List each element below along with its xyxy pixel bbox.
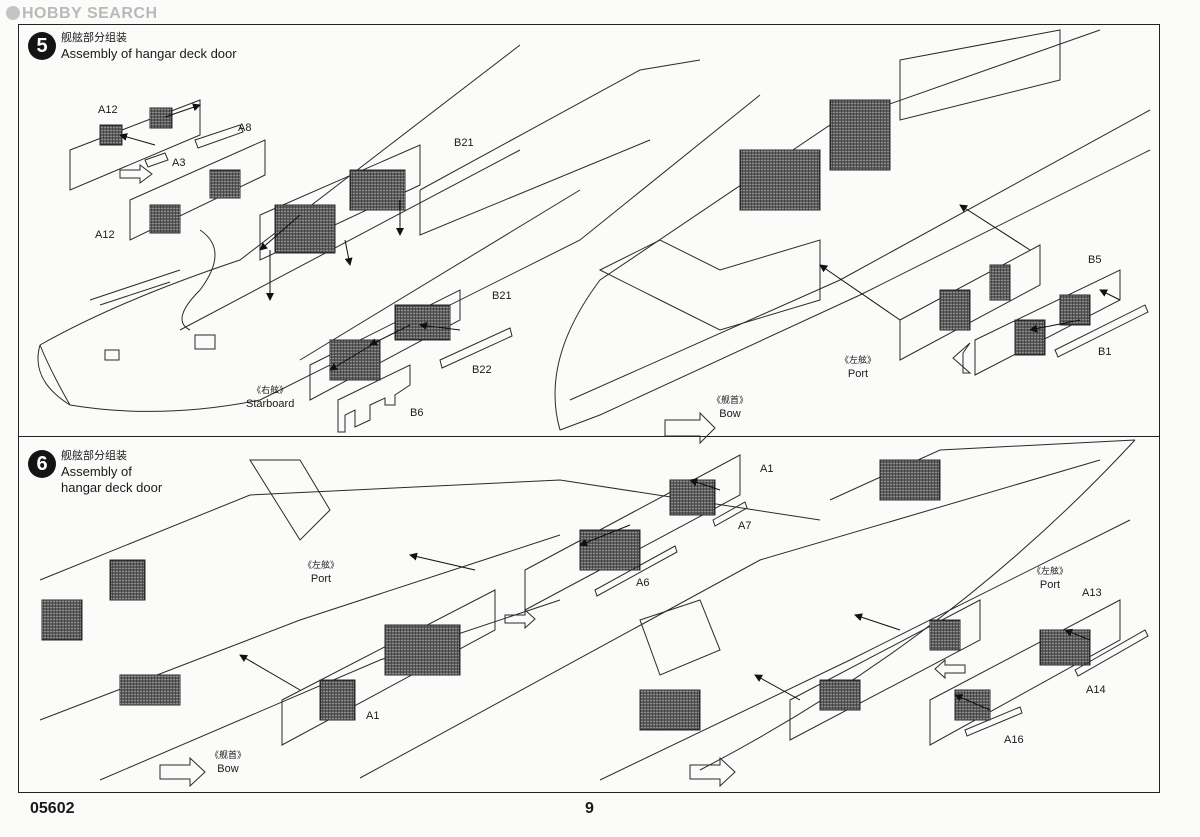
part-a12-lower bbox=[129, 139, 266, 241]
part-label-a13: A13 bbox=[1082, 587, 1102, 599]
part-label-b22: B22 bbox=[472, 364, 492, 376]
part-label-b21: B21 bbox=[454, 137, 474, 149]
port-label: 《左舷》 Port bbox=[840, 356, 877, 380]
page-number: 9 bbox=[585, 800, 594, 817]
direction-arrow-icon bbox=[952, 342, 972, 374]
part-label-a12: A12 bbox=[95, 229, 115, 241]
part-b6 bbox=[337, 364, 411, 433]
part-a3 bbox=[144, 152, 169, 168]
step-6-title: 舰舷部分组装 Assembly of hangar deck door bbox=[61, 448, 162, 496]
step-6-arrows bbox=[239, 478, 1091, 711]
starboard-bow-hull bbox=[37, 44, 761, 412]
part-a12-upper bbox=[69, 99, 201, 191]
part-a7 bbox=[712, 501, 748, 527]
part-a8 bbox=[194, 124, 244, 149]
step-6-title-en-line1: Assembly of bbox=[61, 464, 132, 479]
step-5-badge: 5 bbox=[28, 32, 56, 60]
part-label-a6: A6 bbox=[636, 577, 650, 589]
kit-number: 05602 bbox=[30, 800, 75, 817]
part-label-a16: A16 bbox=[1004, 734, 1024, 746]
part-label-a1: A1 bbox=[366, 710, 380, 722]
part-a1-left bbox=[281, 589, 496, 746]
logo-icon bbox=[6, 6, 20, 20]
step-5-title: 舰舷部分组装 Assembly of hangar deck door bbox=[61, 30, 237, 62]
part-b1 bbox=[1054, 304, 1149, 358]
part-b5-port-door bbox=[899, 244, 1041, 361]
part-label-b5: B5 bbox=[1088, 254, 1102, 266]
part-label-a3: A3 bbox=[172, 157, 186, 169]
part-label-a8: A8 bbox=[238, 122, 252, 134]
part-b22 bbox=[439, 327, 513, 369]
step-6-title-cn: 舰舷部分组装 bbox=[61, 449, 127, 462]
bow-label: 《舰首》 Bow bbox=[712, 396, 749, 420]
part-label-a12: A12 bbox=[98, 104, 118, 116]
bow-arrow-icon bbox=[664, 411, 716, 445]
port-label: 《左舷》 Port bbox=[1032, 567, 1069, 591]
starboard-label: 《右舷》 Starboard bbox=[246, 386, 295, 410]
part-b21-lower bbox=[309, 289, 461, 401]
step-5-title-en: Assembly of hangar deck door bbox=[61, 46, 237, 61]
bow-arrow-icon bbox=[159, 756, 206, 788]
part-a14 bbox=[1074, 629, 1149, 677]
direction-arrow-icon bbox=[689, 756, 736, 788]
part-b21-upper bbox=[259, 144, 421, 261]
part-label-b6: B6 bbox=[410, 407, 424, 419]
step-5-arrows bbox=[119, 103, 1121, 371]
direction-arrow-icon bbox=[934, 658, 966, 680]
part-a1-upper bbox=[524, 454, 741, 611]
step-6-panel bbox=[18, 437, 1160, 793]
part-label-a7: A7 bbox=[738, 520, 752, 532]
bow-label: 《舰首》 Bow bbox=[210, 751, 247, 775]
part-a-port-door bbox=[789, 599, 981, 741]
part-a16 bbox=[964, 706, 1023, 737]
part-label-b21: B21 bbox=[492, 290, 512, 302]
step-5-title-cn: 舰舷部分组装 bbox=[61, 31, 127, 44]
step-5-panel bbox=[18, 24, 1160, 437]
part-a6 bbox=[594, 545, 678, 597]
direction-arrow-icon bbox=[119, 164, 153, 184]
step-6-title-en-line2: hangar deck door bbox=[61, 480, 163, 495]
part-label-a1: A1 bbox=[760, 463, 774, 475]
hobby-search-watermark: HOBBY SEARCH bbox=[6, 5, 158, 23]
part-label-a14: A14 bbox=[1086, 684, 1106, 696]
direction-arrow-icon bbox=[504, 608, 536, 630]
port-label: 《左舷》 Port bbox=[303, 561, 340, 585]
step-6-badge: 6 bbox=[28, 450, 56, 478]
part-label-b1: B1 bbox=[1098, 346, 1112, 358]
step-6-hull-center bbox=[359, 439, 1136, 781]
